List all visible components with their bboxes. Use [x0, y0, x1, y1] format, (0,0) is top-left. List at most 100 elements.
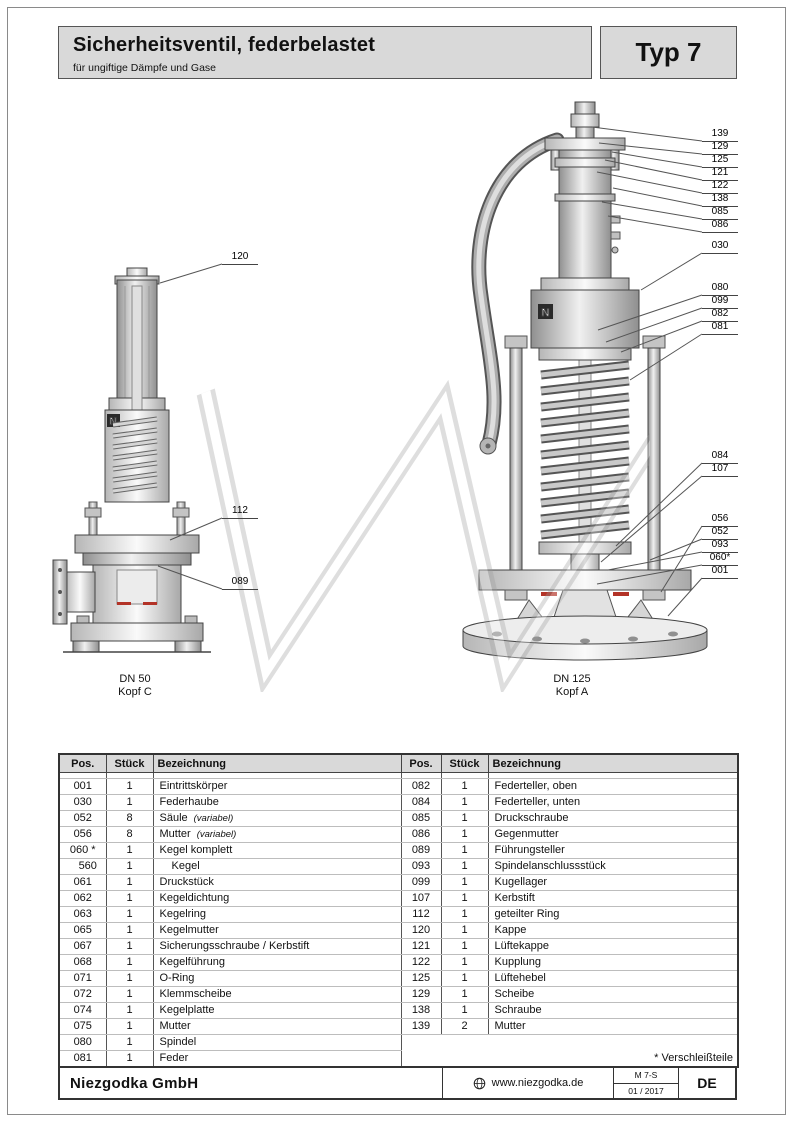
- name-cell: Federhaube: [152, 794, 402, 811]
- caption-dn50: DN 50 Kopf C: [85, 673, 185, 699]
- name-cell: Mutter(variabel): [152, 826, 402, 843]
- name-cell: Eintrittskörper: [152, 778, 402, 795]
- callout-052: 052: [702, 526, 738, 540]
- name-cell: Gegenmutter: [487, 826, 739, 843]
- lifting-lever: [471, 132, 565, 455]
- name-cell: Lüftekappe: [487, 938, 739, 955]
- pos-cell: 052: [58, 810, 107, 827]
- top-nuts: [570, 101, 600, 139]
- part-name: Federteller, unten: [494, 796, 581, 808]
- qty-cell: 1: [105, 1018, 154, 1035]
- callout-082: 082: [702, 308, 738, 322]
- qty-cell: 1: [440, 954, 489, 971]
- wear-parts-footnote: * Verschleißteile: [400, 1034, 739, 1068]
- qty-cell: 1: [440, 986, 489, 1003]
- spring: [112, 416, 158, 494]
- globe-icon: [473, 1077, 485, 1089]
- part-name: Kegel: [171, 860, 200, 872]
- part-name: Säule: [159, 812, 188, 824]
- title-box: Sicherheitsventil, federbelastet für ung…: [58, 26, 592, 79]
- part-name: Kupplung: [494, 956, 542, 968]
- studs: [84, 501, 190, 536]
- name-cell: Spindel: [152, 1034, 402, 1051]
- part-name: Mutter: [494, 1020, 526, 1032]
- inlet-flange: [63, 615, 211, 653]
- doc-title: Sicherheitsventil, federbelastet: [73, 34, 376, 56]
- qty-cell: 1: [105, 954, 154, 971]
- pos-cell: 089: [400, 842, 442, 859]
- spring-bonnet: N: [530, 277, 640, 349]
- qty-cell: 1: [105, 1034, 154, 1051]
- company-name: Niezgodka GmbH: [70, 1074, 199, 1092]
- part-name: Sicherungsschraube / Kerbstift: [159, 940, 310, 952]
- pos-cell: 139: [400, 1018, 442, 1035]
- name-cell: Mutter: [152, 1018, 402, 1035]
- qty-cell: 1: [105, 890, 154, 907]
- name-cell: Schraube: [487, 1002, 739, 1019]
- qty-cell: 1: [440, 794, 489, 811]
- callout-080: 080: [702, 282, 738, 296]
- footer: Niezgodka GmbH www.niezgodka.de M 7-S 01…: [58, 1066, 737, 1100]
- outlet-flange: [52, 559, 96, 625]
- part-name: Lüftekappe: [494, 940, 549, 952]
- name-cell: Federteller, oben: [487, 778, 739, 795]
- qty-cell: 1: [440, 874, 489, 891]
- valve-drawing-dn50: N: [52, 267, 211, 653]
- pos-cell: 065: [58, 922, 107, 939]
- callout-122: 122: [702, 180, 738, 194]
- pos-cell: 056: [58, 826, 107, 843]
- website-box[interactable]: www.niezgodka.de: [442, 1068, 613, 1098]
- name-cell: Spindelanschlussstück: [487, 858, 739, 875]
- callout-099: 099: [702, 295, 738, 309]
- part-name: Kegelring: [159, 908, 206, 920]
- callout-112: 112: [222, 505, 258, 519]
- callout-120: 120: [222, 251, 258, 265]
- pos-cell: 081: [58, 1050, 107, 1068]
- caption-dn125-head: Kopf A: [555, 686, 589, 698]
- col-header-pos-left: Pos.: [58, 753, 107, 773]
- part-note: (variabel): [196, 829, 237, 840]
- callout-107: 107: [702, 463, 738, 477]
- part-name: Gegenmutter: [494, 828, 559, 840]
- name-cell: Kegeldichtung: [152, 890, 402, 907]
- part-name: Lüftehebel: [494, 972, 546, 984]
- qty-cell: 1: [105, 858, 154, 875]
- doc-version-box: M 7-S 01 / 2017: [613, 1068, 678, 1098]
- callout-086: 086: [702, 219, 738, 233]
- part-name: Kugellager: [494, 876, 548, 888]
- pos-cell: 560: [58, 858, 107, 875]
- pos-cell: 001: [58, 778, 107, 795]
- pos-cell: 075: [58, 1018, 107, 1035]
- name-cell: Klemmscheibe: [152, 986, 402, 1003]
- qty-cell: 1: [440, 906, 489, 923]
- name-cell: Kegel komplett: [152, 842, 402, 859]
- qty-cell: 8: [105, 826, 154, 843]
- name-cell: Kupplung: [487, 954, 739, 971]
- qty-cell: 1: [440, 842, 489, 859]
- pos-cell: 122: [400, 954, 442, 971]
- type-box: Typ 7: [600, 26, 737, 79]
- part-name: Kegelplatte: [159, 1004, 215, 1016]
- caption-dn50-head: Kopf C: [118, 686, 152, 698]
- qty-cell: 1: [105, 1050, 154, 1068]
- language-code: DE: [678, 1068, 735, 1098]
- pos-cell: 093: [400, 858, 442, 875]
- callout-125: 125: [702, 154, 738, 168]
- qty-cell: 1: [440, 970, 489, 987]
- callout-060star: 060*: [702, 552, 738, 566]
- pos-cell: 125: [400, 970, 442, 987]
- pos-cell: 107: [400, 890, 442, 907]
- qty-cell: 1: [440, 1002, 489, 1019]
- qty-cell: 1: [105, 906, 154, 923]
- pos-cell: 082: [400, 778, 442, 795]
- qty-cell: 1: [440, 810, 489, 827]
